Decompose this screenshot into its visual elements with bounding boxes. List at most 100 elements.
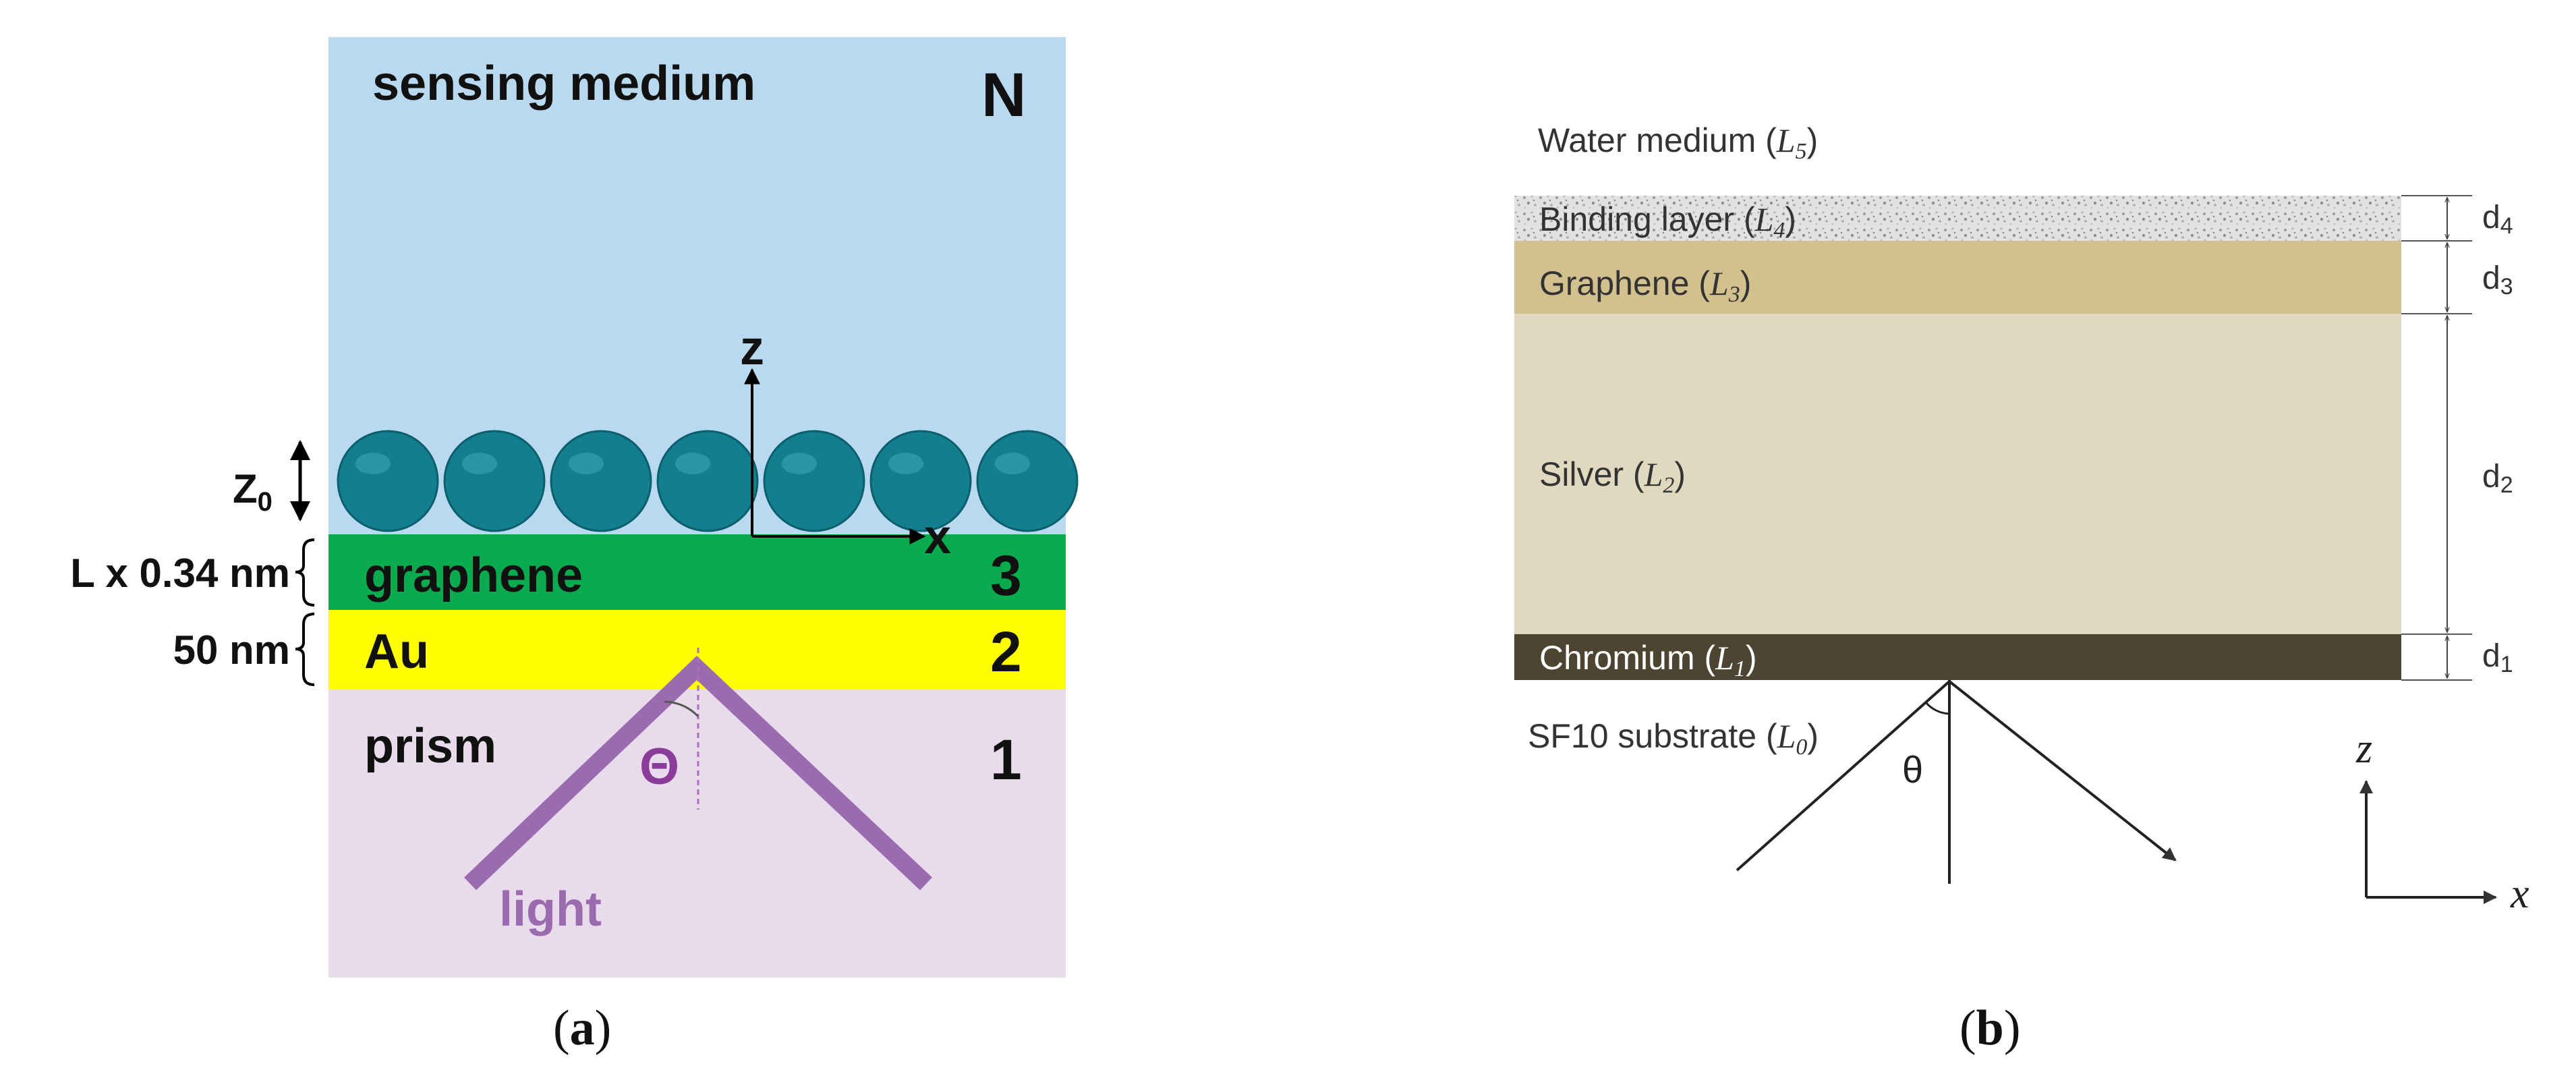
graphene-close: ) bbox=[1740, 264, 1752, 302]
chromium-close: ) bbox=[1746, 639, 1757, 677]
silver-sym: L bbox=[1644, 455, 1663, 493]
thickness-ticks bbox=[2401, 195, 2472, 681]
panel-b: Water medium (L5) Binding layer (L4) Gra… bbox=[1514, 121, 2529, 1056]
z0-main: Z bbox=[233, 466, 258, 511]
caption-a-open: ( bbox=[553, 1001, 570, 1056]
sensing-medium-label: sensing medium bbox=[372, 57, 755, 111]
caption-a-letter: a bbox=[570, 1001, 595, 1056]
graphene-brace bbox=[295, 538, 315, 607]
molecule-sphere-highlight bbox=[782, 453, 817, 474]
molecule-sphere bbox=[976, 430, 1079, 532]
d4-sub: 4 bbox=[2500, 213, 2513, 239]
molecule-sphere-highlight bbox=[462, 453, 497, 474]
caption-b-close: ) bbox=[2004, 1001, 2021, 1056]
d2-label: d2 bbox=[2482, 459, 2513, 498]
molecule-sphere-highlight bbox=[355, 453, 391, 474]
graphene-sym: L bbox=[1709, 264, 1729, 302]
d3-sub: 3 bbox=[2500, 274, 2513, 300]
substrate-close: ) bbox=[1807, 717, 1819, 755]
graphene-name: Graphene ( bbox=[1539, 264, 1710, 302]
light-beam bbox=[464, 656, 932, 891]
caption-b: (b) bbox=[1959, 1001, 2020, 1056]
d3-main: d bbox=[2482, 260, 2500, 296]
binding-layer bbox=[1514, 196, 2401, 241]
d1-label: d1 bbox=[2482, 638, 2513, 677]
caption-a-close: ) bbox=[595, 1001, 612, 1056]
chromium-layer bbox=[1514, 634, 2401, 680]
molecule-sphere bbox=[550, 430, 652, 532]
water-close: ) bbox=[1807, 121, 1819, 159]
incident-ray bbox=[1736, 680, 1951, 872]
caption-b-open: ( bbox=[1959, 1001, 1976, 1056]
prism-label: prism bbox=[364, 719, 496, 773]
angle-arc-b bbox=[1924, 701, 1950, 715]
d2-sub: 2 bbox=[2500, 472, 2513, 498]
reflected-ray bbox=[1948, 680, 2177, 862]
gold-index-label: 2 bbox=[990, 620, 1022, 683]
chromium-name: Chromium ( bbox=[1539, 639, 1715, 677]
graphene-layer-b bbox=[1514, 241, 2401, 314]
molecule-sphere-highlight bbox=[995, 453, 1030, 474]
water-medium-label: Water medium (L5) bbox=[1538, 121, 1818, 164]
silver-close: ) bbox=[1674, 455, 1686, 493]
silver-label: Silver (L2) bbox=[1539, 455, 1686, 498]
molecule-sphere-highlight bbox=[888, 453, 923, 474]
graphene-layer-a bbox=[328, 534, 1066, 610]
panel-a: sensing medium N graphene 3 Au 2 prism 1… bbox=[70, 37, 1079, 1056]
binding-sym: L bbox=[1754, 200, 1774, 238]
substrate-name: SF10 substrate ( bbox=[1528, 717, 1777, 755]
binding-close: ) bbox=[1785, 200, 1796, 238]
z0-sub: 0 bbox=[258, 487, 273, 517]
silver-sub: 2 bbox=[1663, 473, 1674, 498]
gold-label: Au bbox=[364, 625, 429, 679]
caption-a: (a) bbox=[553, 1001, 611, 1056]
d2-main: d bbox=[2482, 459, 2500, 495]
d1-main: d bbox=[2482, 638, 2500, 674]
medium-index-label: N bbox=[981, 61, 1026, 130]
chromium-sym: L bbox=[1715, 639, 1734, 677]
x-axis-label-a: x bbox=[924, 510, 951, 564]
d4-main: d bbox=[2482, 200, 2500, 235]
substrate-label: SF10 substrate (L0) bbox=[1528, 717, 1819, 760]
d4-label: d4 bbox=[2482, 200, 2513, 239]
d3-label: d3 bbox=[2482, 260, 2513, 300]
angle-arc-a bbox=[664, 700, 699, 718]
binding-layer-label: Binding layer (L4) bbox=[1539, 200, 1796, 243]
gold-brace bbox=[295, 613, 315, 686]
x-axis-label-b: x bbox=[2510, 871, 2529, 917]
silver-name: Silver ( bbox=[1539, 455, 1644, 493]
chromium-sub: 1 bbox=[1734, 656, 1746, 681]
z0-label: Z0 bbox=[233, 466, 273, 517]
water-sub: 5 bbox=[1796, 139, 1807, 164]
molecule-sphere-highlight bbox=[675, 453, 710, 474]
graphene-label: graphene bbox=[364, 548, 583, 602]
z-axis-label-b: z bbox=[2355, 726, 2372, 772]
molecule-spheres bbox=[337, 430, 1079, 532]
molecule-sphere bbox=[337, 430, 439, 532]
d1-sub: 1 bbox=[2500, 652, 2513, 677]
gold-thickness-label: 50 nm bbox=[173, 627, 290, 673]
caption-b-letter: b bbox=[1976, 1001, 2004, 1056]
substrate-sym: L bbox=[1777, 717, 1796, 755]
prism-index-label: 1 bbox=[990, 728, 1022, 791]
binding-sub: 4 bbox=[1773, 218, 1785, 243]
molecule-sphere bbox=[443, 430, 546, 532]
water-sym: L bbox=[1776, 121, 1796, 159]
graphene-sub: 3 bbox=[1728, 282, 1740, 307]
graphene-label-b: Graphene (L3) bbox=[1539, 264, 1751, 307]
silver-layer bbox=[1514, 314, 2401, 634]
molecule-sphere-highlight bbox=[569, 453, 604, 474]
binding-name: Binding layer ( bbox=[1539, 200, 1755, 238]
molecule-sphere bbox=[869, 430, 972, 532]
molecule-sphere bbox=[656, 430, 759, 532]
chromium-label: Chromium (L1) bbox=[1539, 639, 1757, 681]
graphene-thickness-label: L x 0.34 nm bbox=[70, 551, 290, 596]
theta-label-a: Θ bbox=[639, 738, 679, 795]
substrate-sub: 0 bbox=[1796, 735, 1807, 760]
theta-label-b: θ bbox=[1902, 748, 1923, 791]
z-axis-label-a: z bbox=[740, 321, 764, 375]
graphene-index-label: 3 bbox=[990, 544, 1022, 607]
molecule-sphere bbox=[763, 430, 865, 532]
water-name: Water medium ( bbox=[1538, 121, 1777, 159]
